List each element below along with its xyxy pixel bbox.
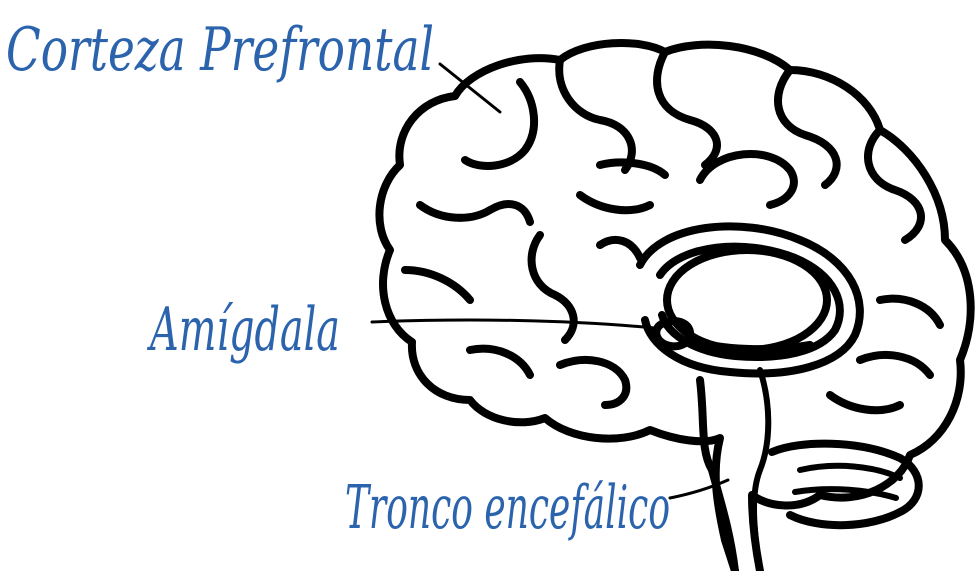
cerebellum-fold <box>800 466 900 478</box>
sulcus-1 <box>465 82 534 166</box>
brainstem-shape <box>700 380 735 571</box>
sulcus-15 <box>860 355 930 375</box>
sulcus-12 <box>600 240 640 258</box>
brainstem-inner <box>754 370 768 571</box>
label-amygdala: Amígdala <box>147 295 340 365</box>
sulcus-3 <box>657 52 717 165</box>
sulcus-2 <box>559 60 632 170</box>
label-prefrontal-cortex: Corteza Prefrontal <box>6 15 434 85</box>
sulcus-14 <box>560 360 626 405</box>
sulcus-8 <box>580 195 650 210</box>
sulcus-17 <box>830 395 900 410</box>
sulcus-9 <box>420 204 530 222</box>
sulcus-10 <box>405 270 470 300</box>
sulcus-5 <box>868 130 921 240</box>
sulcus-7 <box>700 154 794 205</box>
label-brainstem: Tronco encefálico <box>345 473 670 543</box>
sulcus-13 <box>470 349 530 375</box>
cerebellum <box>772 444 919 526</box>
sulcus-16 <box>880 299 940 325</box>
leader-amygdala <box>372 320 655 328</box>
sulcus-11 <box>532 235 574 340</box>
sulcus-6 <box>600 162 665 175</box>
